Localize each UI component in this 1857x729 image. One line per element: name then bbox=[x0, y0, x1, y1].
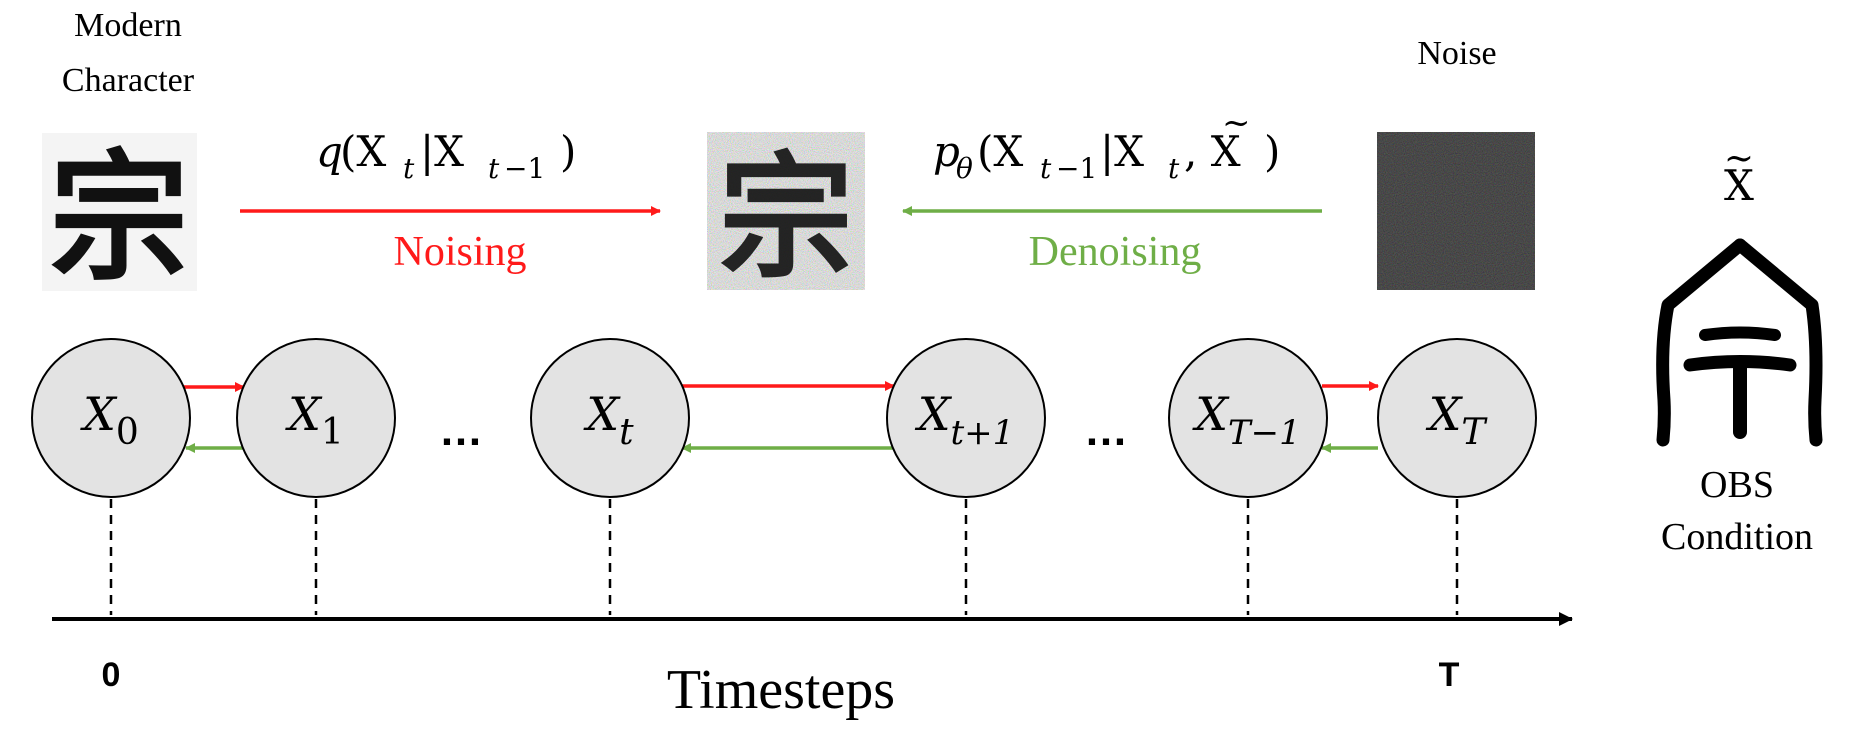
node-x-4: XT−1 bbox=[1168, 338, 1328, 498]
svg-text:|X: |X bbox=[420, 127, 464, 176]
x-tilde-label: X bbox=[1724, 161, 1754, 210]
node-circle bbox=[1377, 338, 1537, 498]
node-label: XT bbox=[1426, 387, 1489, 453]
timestep-guides bbox=[109, 499, 1459, 615]
ellipsis-right: … bbox=[1084, 406, 1128, 455]
tilde-mark: ~ bbox=[1724, 138, 1754, 179]
modern-character-glyph: 宗 bbox=[49, 143, 189, 298]
node-x-1: X1 bbox=[236, 338, 396, 498]
node-circle bbox=[236, 338, 396, 498]
svg-text:t: t bbox=[1168, 152, 1180, 185]
ellipsis-left: … bbox=[439, 406, 483, 455]
svg-text:p: p bbox=[933, 127, 960, 176]
node-x-3: Xt+1 bbox=[886, 338, 1046, 498]
svg-text:): ) bbox=[1264, 127, 1280, 176]
timesteps-label: Timesteps bbox=[667, 659, 895, 721]
svg-text:−1: −1 bbox=[1056, 152, 1097, 185]
node-x-2: Xt bbox=[530, 338, 690, 498]
svg-text:t: t bbox=[488, 152, 500, 185]
svg-text:θ: θ bbox=[956, 152, 973, 185]
svg-text:t: t bbox=[1040, 152, 1052, 185]
modern-character-image: 宗 bbox=[42, 133, 197, 298]
svg-text:(X: (X bbox=[340, 127, 386, 176]
svg-text:|X: |X bbox=[1100, 127, 1144, 176]
node-label: Xt+1 bbox=[915, 387, 1015, 453]
noisy-character-image: 宗 bbox=[707, 132, 865, 295]
noise-image-icon bbox=[1377, 132, 1535, 290]
state-nodes: X0 X1 Xt Xt+1 XT−1 XT bbox=[31, 338, 1537, 498]
svg-text:): ) bbox=[560, 127, 576, 176]
node-label: X0 bbox=[80, 387, 139, 453]
svg-text:q: q bbox=[316, 127, 343, 176]
node-label: XT−1 bbox=[1192, 387, 1301, 453]
obs-label-line2: Condition bbox=[1661, 516, 1813, 558]
noisy-character-glyph: 宗 bbox=[719, 146, 854, 295]
svg-text:, X: , X bbox=[1184, 127, 1241, 176]
node-circle bbox=[31, 338, 191, 498]
obs-label-line1: OBS bbox=[1700, 464, 1774, 506]
oracle-bone-glyph-icon bbox=[1656, 238, 1823, 447]
node-x-5: XT bbox=[1377, 338, 1537, 498]
noise-label: Noise bbox=[1417, 35, 1496, 72]
noising-label: Noising bbox=[393, 229, 526, 275]
reverse-formula: p θ (X t −1 |X t , X ~ ) bbox=[933, 103, 1280, 185]
svg-text:t: t bbox=[403, 152, 415, 185]
modern-character-label-line1: Modern bbox=[74, 7, 182, 44]
node-circle bbox=[1168, 338, 1328, 498]
svg-text:(X: (X bbox=[977, 127, 1023, 176]
node-circle bbox=[530, 338, 690, 498]
node-x-0: X0 bbox=[31, 338, 191, 498]
node-label: Xt bbox=[583, 387, 634, 453]
timeline-end-label: T bbox=[1439, 656, 1460, 694]
svg-text:−1: −1 bbox=[504, 152, 545, 185]
node-circle bbox=[886, 338, 1046, 498]
svg-text:~: ~ bbox=[1222, 103, 1251, 143]
modern-character-label-line2: Character bbox=[62, 62, 195, 99]
timeline-start-label: 0 bbox=[102, 656, 121, 694]
node-label: X1 bbox=[285, 387, 344, 453]
denoising-label: Denoising bbox=[1029, 229, 1202, 275]
forward-formula: q (X t |X t −1 ) bbox=[316, 127, 576, 185]
